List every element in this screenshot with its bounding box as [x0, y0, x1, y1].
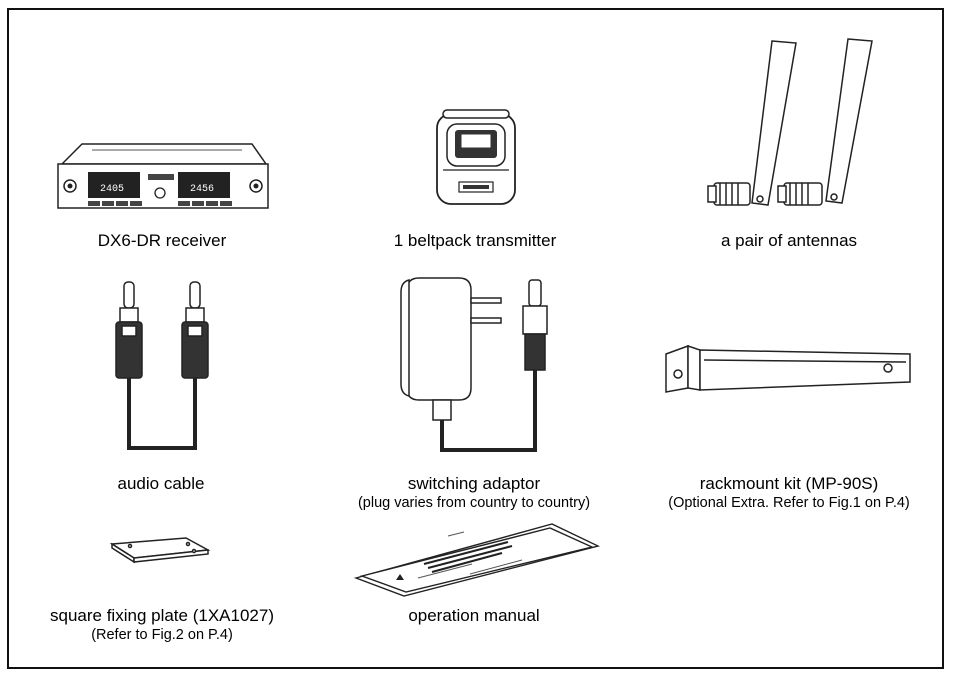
rackmount-label: rackmount kit (MP-90S): [699, 474, 879, 493]
audio-cable-illustration: [104, 280, 220, 456]
adaptor-label: switching adaptor: [407, 474, 541, 493]
adaptor-note: (plug varies from country to country): [357, 495, 591, 511]
beltpack-caption: 1 beltpack transmitter: [394, 231, 557, 251]
receiver-caption: DX6-DR receiver: [98, 231, 226, 251]
receiver-display-left: 2405: [100, 184, 124, 195]
antennas-caption: a pair of antennas: [721, 231, 857, 251]
beltpack-illustration: [433, 108, 519, 208]
plate-label: square fixing plate (1XA1027): [50, 606, 274, 625]
plate-illustration: [108, 534, 212, 564]
rackmount-illustration: [660, 340, 916, 396]
beltpack-label: 1 beltpack transmitter: [393, 231, 557, 250]
antennas-label: a pair of antennas: [720, 231, 858, 250]
manual-label: operation manual: [408, 606, 540, 625]
antennas-illustration: [700, 37, 880, 217]
audio-cable-label: audio cable: [117, 474, 205, 493]
rackmount-note: (Optional Extra. Refer to Fig.1 on P.4): [668, 495, 910, 511]
manual-illustration: [352, 520, 602, 598]
manual-caption: operation manual: [408, 606, 539, 626]
adaptor-illustration: [397, 270, 557, 460]
receiver-display-right: 2456: [190, 184, 214, 195]
receiver-illustration: 2405 2456: [52, 138, 274, 218]
plate-note: (Refer to Fig.2 on P.4): [91, 627, 233, 643]
rackmount-caption: rackmount kit (MP-90S) (Optional Extra. …: [668, 474, 910, 512]
adaptor-caption: switching adaptor (plug varies from coun…: [358, 474, 590, 512]
plate-caption: square fixing plate (1XA1027) (Refer to …: [50, 606, 274, 644]
audio-cable-caption: audio cable: [118, 474, 205, 494]
receiver-label: DX6-DR receiver: [97, 231, 227, 250]
